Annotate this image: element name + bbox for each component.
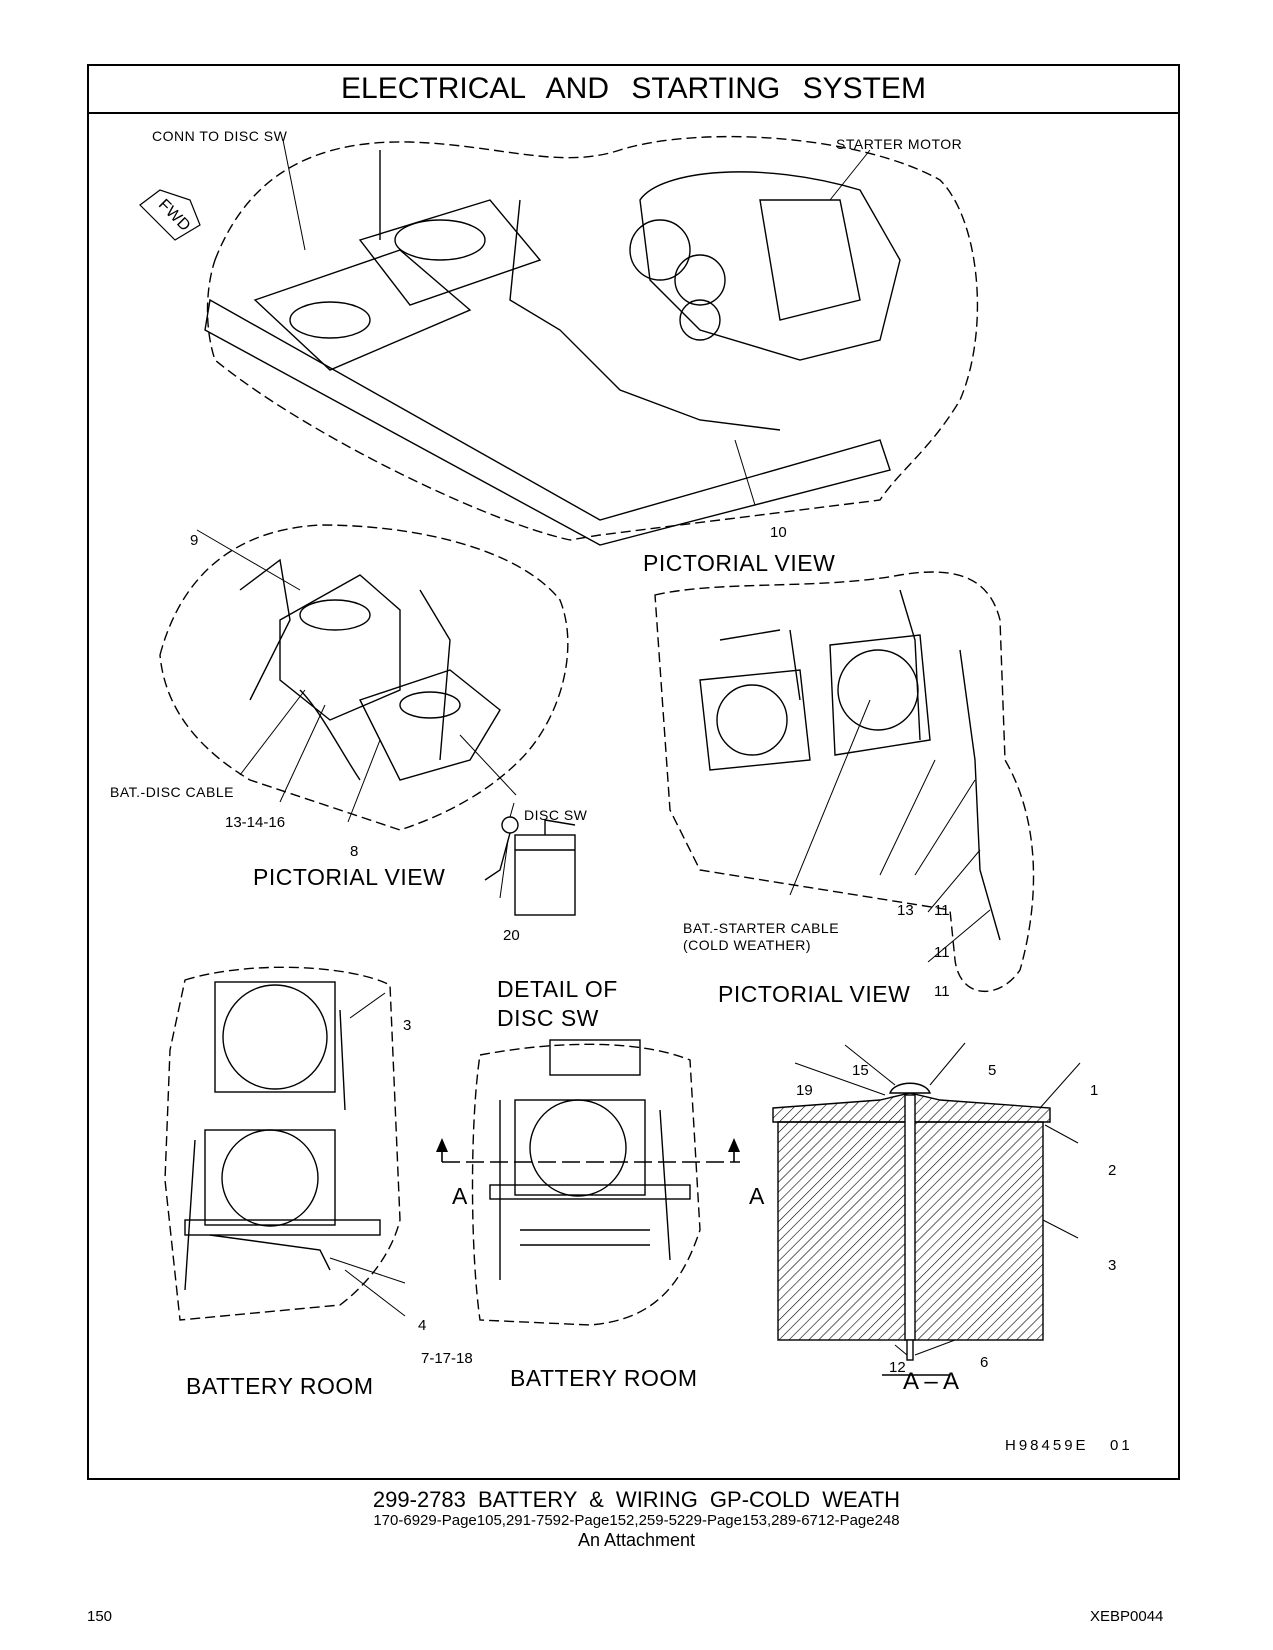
callout-3-b: 3 [1108,1257,1117,1274]
callout-13: 13 [897,902,914,919]
battery-room-mid-drawing [471,1039,701,1326]
page-title: ELECTRICAL AND STARTING SYSTEM [341,72,926,105]
callout-1: 1 [1090,1082,1099,1099]
battery-room-left-drawing [164,966,401,1321]
detail-title-line1: DETAIL OF [497,976,618,1002]
callout-9: 9 [190,532,199,549]
caption-attachment: An Attachment [577,1530,696,1550]
callout-4: 4 [418,1317,427,1334]
section-a-a-drawing [772,1082,1051,1361]
view-title-pictorial-top: PICTORIAL VIEW [643,550,836,576]
caption-group-title: 299-2783 BATTERY & WIRING GP-COLD WEATH [372,1487,901,1512]
left-pictorial-drawing [159,524,569,831]
callout-2: 2 [1108,1162,1117,1179]
callout-11-c: 11 [934,983,950,1000]
callout-bat-starter-cable: BAT.-STARTER CABLE [683,920,840,936]
callout-6: 6 [980,1354,989,1371]
callout-7-17-18: 7-17-18 [421,1350,473,1367]
section-mark-left: A [452,1183,468,1209]
view-title-battery-room-mid: BATTERY ROOM [510,1365,698,1391]
top-pictorial-drawing [139,135,979,546]
detail-title-line2: DISC SW [497,1005,599,1031]
callout-3-a: 3 [403,1017,412,1034]
callout-11-b: 11 [934,944,950,961]
callout-12: 12 [889,1359,906,1376]
callout-bat-disc-cable: BAT.-DISC CABLE [110,784,234,800]
drawing-id: H98459E 01 [1005,1437,1133,1454]
caption-references: 170-6929-Page105,291-7592-Page152,259-52… [373,1512,900,1529]
callout-8: 8 [350,843,359,860]
callout-conn-to-disc-sw: CONN TO DISC SW [152,128,288,144]
view-title-battery-room-left: BATTERY ROOM [186,1373,374,1399]
callout-11-a: 11 [934,902,950,919]
right-pictorial-drawing [654,571,1035,993]
callout-15: 15 [852,1062,869,1079]
view-title-pictorial-right: PICTORIAL VIEW [718,981,911,1007]
callout-20: 20 [503,927,520,944]
callout-19: 19 [796,1082,813,1099]
callout-13-14-16: 13-14-16 [225,814,286,831]
disc-sw-detail-drawing [484,816,576,916]
callout-cold-weather: (COLD WEATHER) [683,937,812,953]
section-title-a-a: A – A [903,1368,960,1395]
callout-starter-motor: STARTER MOTOR [836,136,963,152]
page-number: 150 [87,1608,113,1625]
callout-5: 5 [988,1062,997,1079]
callout-disc-sw: DISC SW [524,807,588,823]
callout-10: 10 [770,524,787,541]
view-title-pictorial-left: PICTORIAL VIEW [253,864,446,890]
title-band: ELECTRICAL AND STARTING SYSTEM [89,66,1178,114]
section-mark-right: A [749,1183,765,1209]
drawing-frame: ELECTRICAL AND STARTING SYSTEM [87,64,1180,1480]
doc-code: XEBP0044 [1090,1608,1164,1625]
